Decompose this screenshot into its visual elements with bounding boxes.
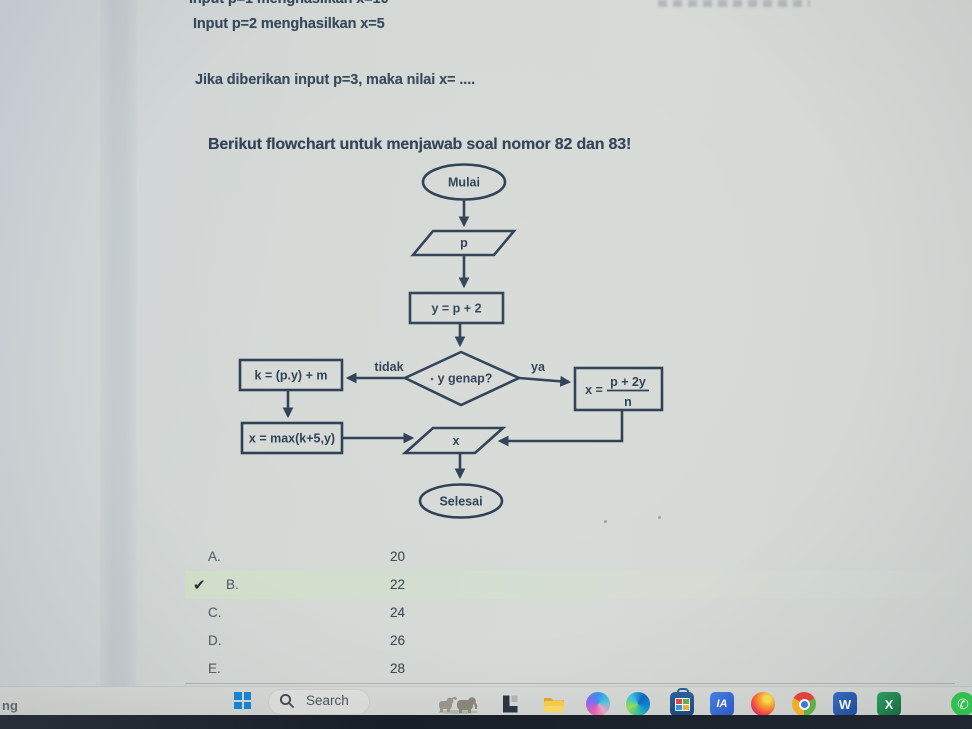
answer-option-a[interactable]: ✔ A. 20 bbox=[185, 543, 955, 571]
flowchart-k-node: k = (p.y) + m bbox=[238, 358, 344, 392]
svg-text:y genap?: y genap? bbox=[438, 372, 493, 386]
svg-text:Mulai: Mulai bbox=[448, 176, 480, 190]
answer-option-b[interactable]: ✔ B. 22 bbox=[185, 571, 955, 599]
svg-text:k = (p.y) + m: k = (p.y) + m bbox=[255, 369, 328, 383]
flowchart-assign-node: y = p + 2 bbox=[408, 291, 505, 325]
flowchart-start-node: Mulai bbox=[421, 163, 507, 201]
option-value: 24 bbox=[390, 605, 406, 620]
whatsapp-icon[interactable]: ✆ bbox=[951, 692, 972, 716]
edge-icon[interactable] bbox=[626, 692, 650, 716]
arrow-decision-yes bbox=[518, 375, 572, 387]
flowchart-decision-node: y genap? bbox=[401, 350, 523, 407]
answer-option-d[interactable]: ✔ D. 26 bbox=[185, 627, 955, 655]
svg-text:Selesai: Selesai bbox=[439, 495, 482, 509]
svg-text:x =: x = bbox=[585, 383, 603, 397]
ia-app-icon[interactable]: IA bbox=[710, 692, 734, 716]
search-highlight-elephants-icon[interactable] bbox=[435, 694, 481, 714]
input-example-line: Input p=2 menghasilkan x=5 bbox=[193, 16, 385, 32]
windows-logo-icon bbox=[234, 692, 242, 700]
option-value: 28 bbox=[390, 661, 406, 676]
excel-icon[interactable]: X bbox=[877, 692, 901, 716]
screen-bezel bbox=[0, 715, 972, 729]
chrome-icon[interactable] bbox=[792, 692, 816, 716]
option-letter: B. bbox=[226, 577, 239, 592]
taskbar: ng Search bbox=[0, 686, 972, 716]
l-app-icon[interactable] bbox=[498, 692, 522, 716]
clipped-top-line: Input p=1 menghasilkan x=10 bbox=[189, 0, 389, 7]
option-value: 22 bbox=[390, 577, 406, 592]
photo-speck bbox=[658, 516, 661, 519]
svg-text:x: x bbox=[453, 434, 460, 448]
svg-text:p: p bbox=[460, 236, 468, 250]
branch-no-label: tidak bbox=[374, 360, 403, 374]
flowchart-end-node: Selesai bbox=[418, 483, 504, 519]
option-letter: E. bbox=[208, 661, 221, 676]
flowchart-input-node: p bbox=[410, 229, 517, 257]
question-line: Jika diberikan input p=3, maka nilai x= … bbox=[195, 72, 476, 88]
svg-text:n: n bbox=[624, 395, 632, 409]
svg-text:x = max(k+5,y): x = max(k+5,y) bbox=[249, 432, 335, 446]
option-letter: A. bbox=[208, 549, 221, 564]
flowchart: Mulai p y = p + 2 y genap? tidak ya k = … bbox=[238, 163, 664, 519]
microsoft-store-icon[interactable] bbox=[670, 688, 694, 716]
search-label[interactable]: Search bbox=[306, 693, 349, 708]
option-letter: C. bbox=[208, 605, 222, 620]
excel-glyph: X bbox=[884, 696, 894, 712]
taskbar-left-fragment: ng bbox=[2, 698, 18, 713]
svg-text:y = p + 2: y = p + 2 bbox=[431, 302, 481, 316]
word-glyph: W bbox=[838, 696, 852, 712]
copilot-icon[interactable] bbox=[586, 692, 610, 716]
arrow-frac-to-output bbox=[497, 410, 624, 447]
answer-options: ✔ A. 20 ✔ B. 22 ✔ C. 24 ✔ D. 26 ✔ E. 28 bbox=[185, 543, 955, 684]
phone-glyph: ✆ bbox=[957, 695, 969, 712]
microsoft-flag-icon bbox=[674, 697, 690, 711]
photo-speck bbox=[604, 520, 607, 523]
flowchart-fraction-node: x = p + 2y n bbox=[573, 366, 664, 412]
option-letter: D. bbox=[208, 633, 222, 648]
page-gutter-divider bbox=[100, 0, 137, 686]
windows-start-button[interactable] bbox=[234, 692, 251, 709]
answer-option-e[interactable]: ✔ E. 28 bbox=[185, 655, 955, 683]
flowchart-max-node: x = max(k+5,y) bbox=[240, 421, 344, 455]
branch-yes-label: ya bbox=[531, 360, 546, 374]
answer-option-c[interactable]: ✔ C. 24 bbox=[185, 599, 955, 627]
file-explorer-icon[interactable] bbox=[542, 692, 566, 716]
svg-text:p + 2y: p + 2y bbox=[610, 375, 646, 389]
ia-glyph: IA bbox=[716, 698, 728, 710]
flowchart-heading: Berikut flowchart untuk menjawab soal no… bbox=[208, 136, 632, 153]
taskbar-search[interactable] bbox=[268, 689, 370, 715]
store-handle bbox=[677, 688, 689, 695]
flowchart-output-node: x bbox=[401, 426, 507, 455]
option-value: 26 bbox=[390, 633, 406, 648]
firefox-icon[interactable] bbox=[751, 692, 775, 716]
stray-dot bbox=[430, 377, 434, 381]
option-value: 20 bbox=[390, 549, 406, 564]
photo-artifact-top-right bbox=[658, 0, 810, 7]
search-icon[interactable] bbox=[279, 693, 295, 709]
check-icon: ✔ bbox=[193, 577, 206, 594]
word-icon[interactable]: W bbox=[833, 692, 857, 716]
